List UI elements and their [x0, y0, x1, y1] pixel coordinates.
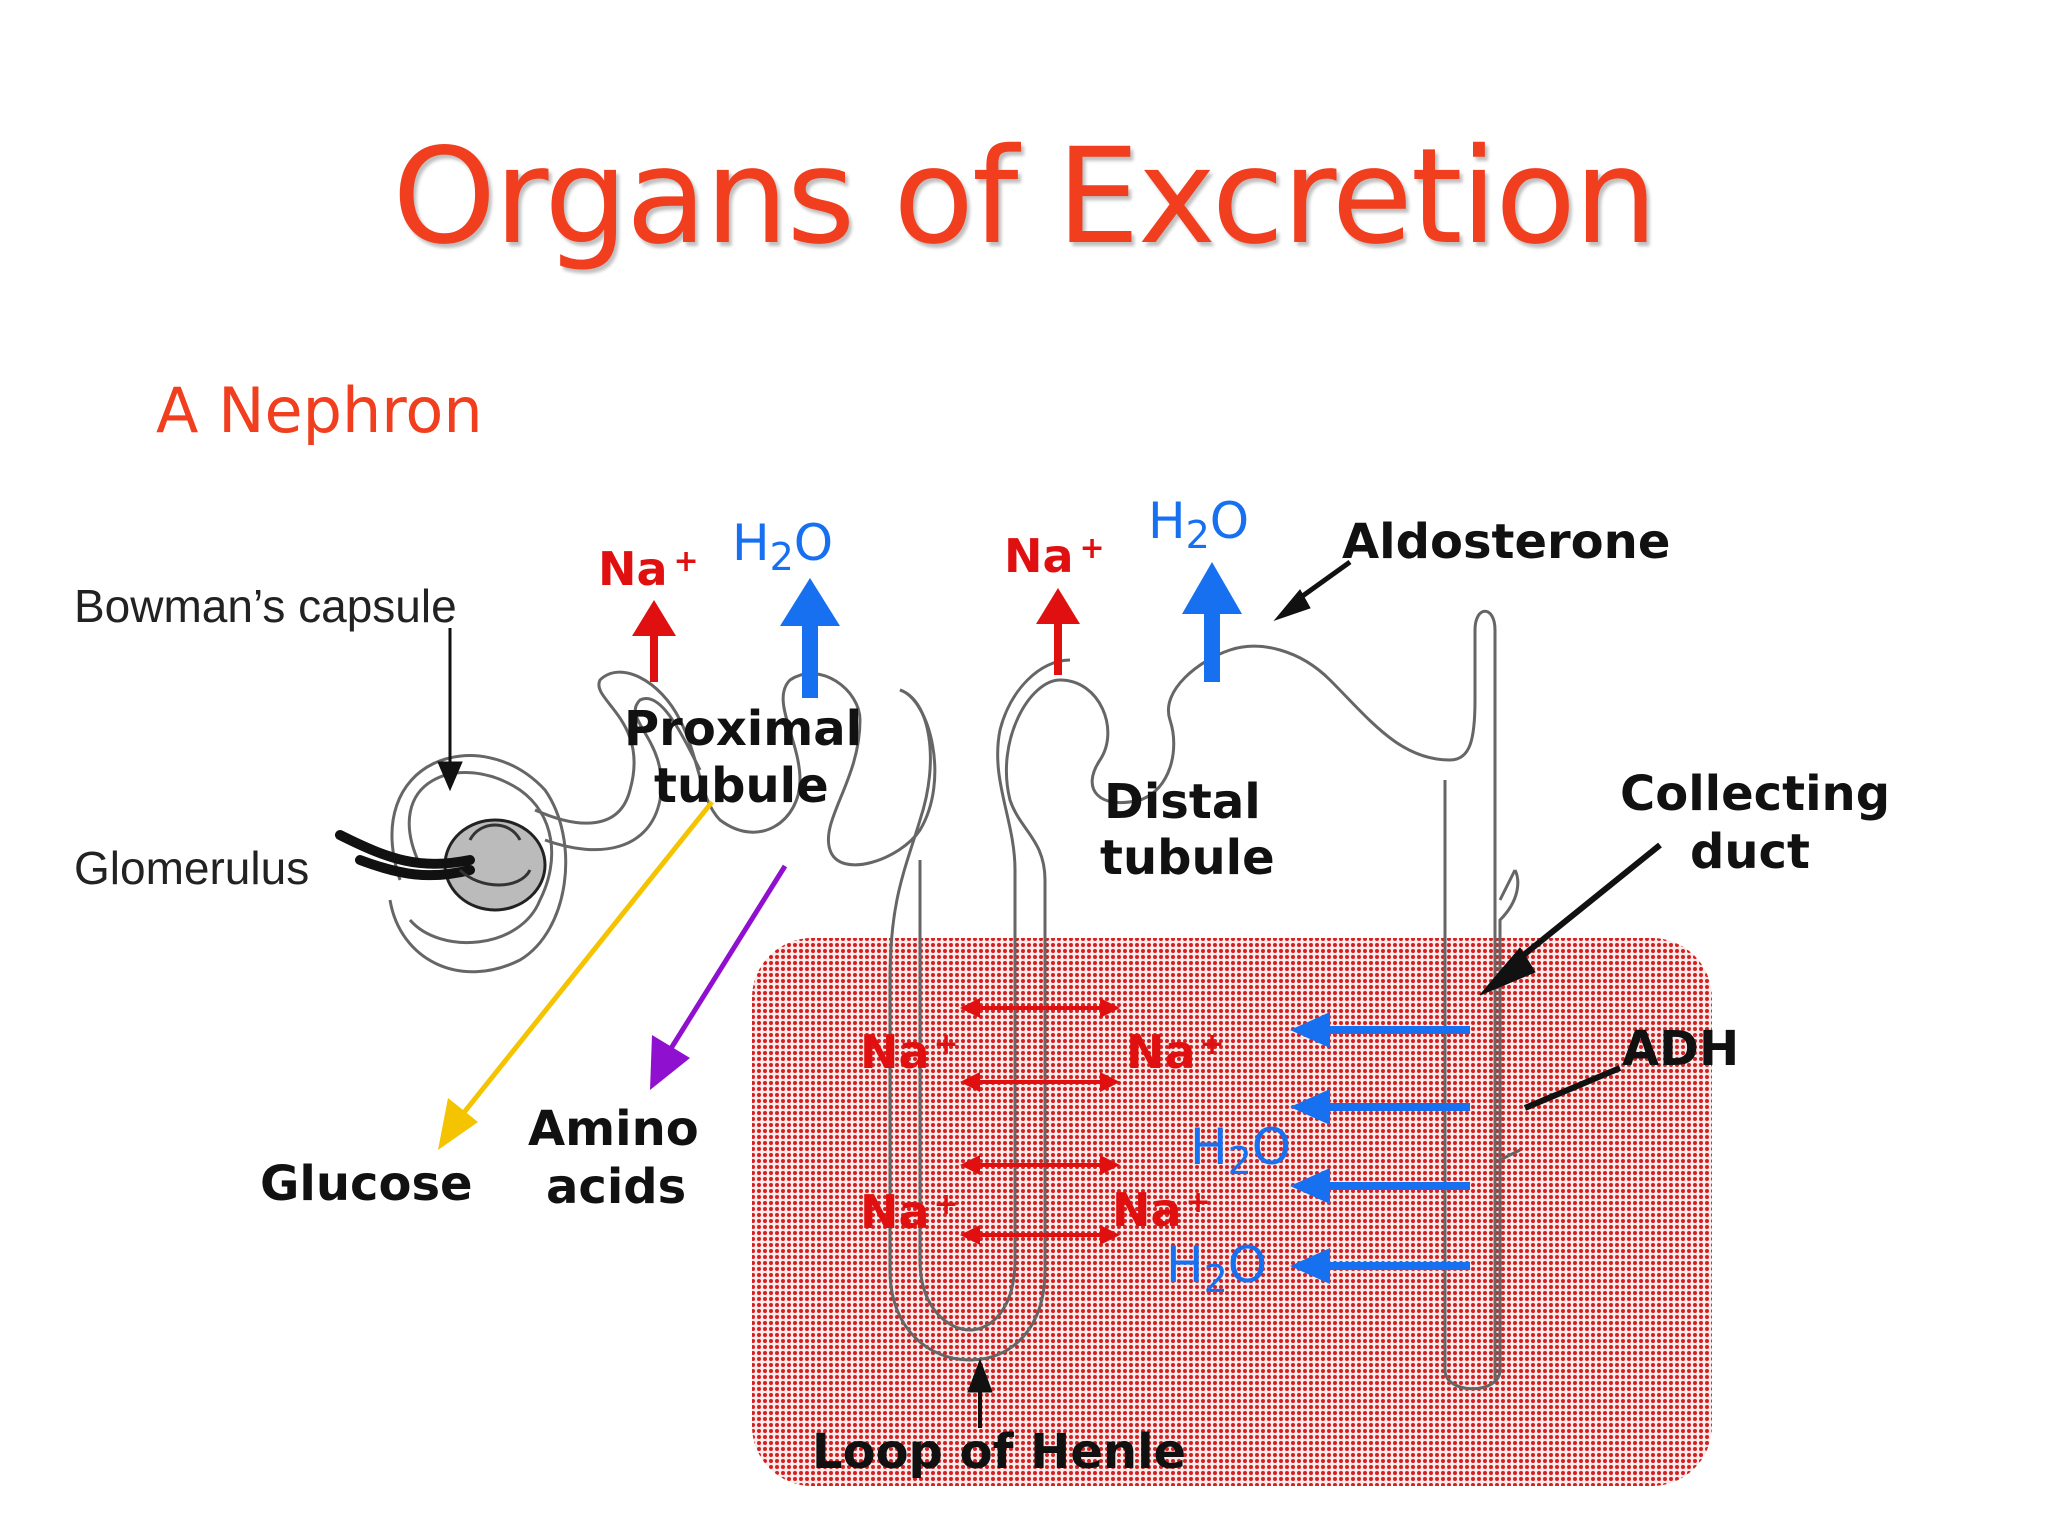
h2o-collecting-arrows [1290, 1012, 1470, 1284]
pointer-arrows [437, 559, 1662, 1428]
na-label-loop-2: Na+ [1126, 1025, 1225, 1079]
h2o-label-loop-2: H2O [1166, 1236, 1267, 1301]
label-aldosterone: Aldosterone [1342, 514, 1670, 570]
glucose-arrow [438, 800, 714, 1150]
label-proximal-tubule-1: Proximal [624, 701, 862, 757]
glomerulus-tuft [335, 818, 547, 912]
na-label-proximal: Na+ [598, 542, 699, 596]
na-label-loop-3: Na+ [860, 1185, 959, 1239]
label-distal-tubule-2: tubule [1100, 830, 1275, 886]
label-amino-acids-2: acids [546, 1159, 686, 1215]
label-glomerulus: Glomerulus [74, 842, 309, 894]
na-label-loop-1: Na+ [860, 1025, 959, 1079]
label-collecting-duct-2: duct [1690, 824, 1810, 880]
h2o-label-loop-1: H2O [1190, 1118, 1291, 1183]
h2o-label-proximal: H2O [732, 514, 833, 579]
label-bowmans-capsule: Bowman’s capsule [74, 580, 457, 632]
h2o-up-arrows [780, 562, 1242, 698]
label-loop-of-henle: Loop of Henle [812, 1424, 1186, 1480]
label-amino-acids-1: Amino [528, 1101, 699, 1157]
label-collecting-duct-1: Collecting [1620, 766, 1890, 822]
h2o-labels: H2O H2O H2O H2O [732, 492, 1291, 1301]
label-glucose: Glucose [260, 1156, 473, 1212]
amino-acids-arrow [650, 864, 788, 1090]
label-distal-tubule-1: Distal [1104, 774, 1261, 830]
na-up-arrows [632, 588, 1080, 682]
h2o-label-distal: H2O [1148, 492, 1249, 557]
nephron-tubule [388, 609, 1521, 1391]
na-label-loop-4: Na+ [1112, 1183, 1211, 1237]
slide-title: Organs of Excretion [392, 120, 1657, 274]
na-label-distal: Na+ [1004, 529, 1105, 583]
na-labels: Na+ Na+ Na+ Na+ Na+ Na+ [598, 529, 1225, 1239]
label-proximal-tubule-2: tubule [654, 758, 829, 814]
label-adh: ADH [1622, 1021, 1739, 1077]
na-exchange-arrows [960, 998, 1120, 1245]
slide-subtitle: A Nephron [156, 374, 483, 447]
